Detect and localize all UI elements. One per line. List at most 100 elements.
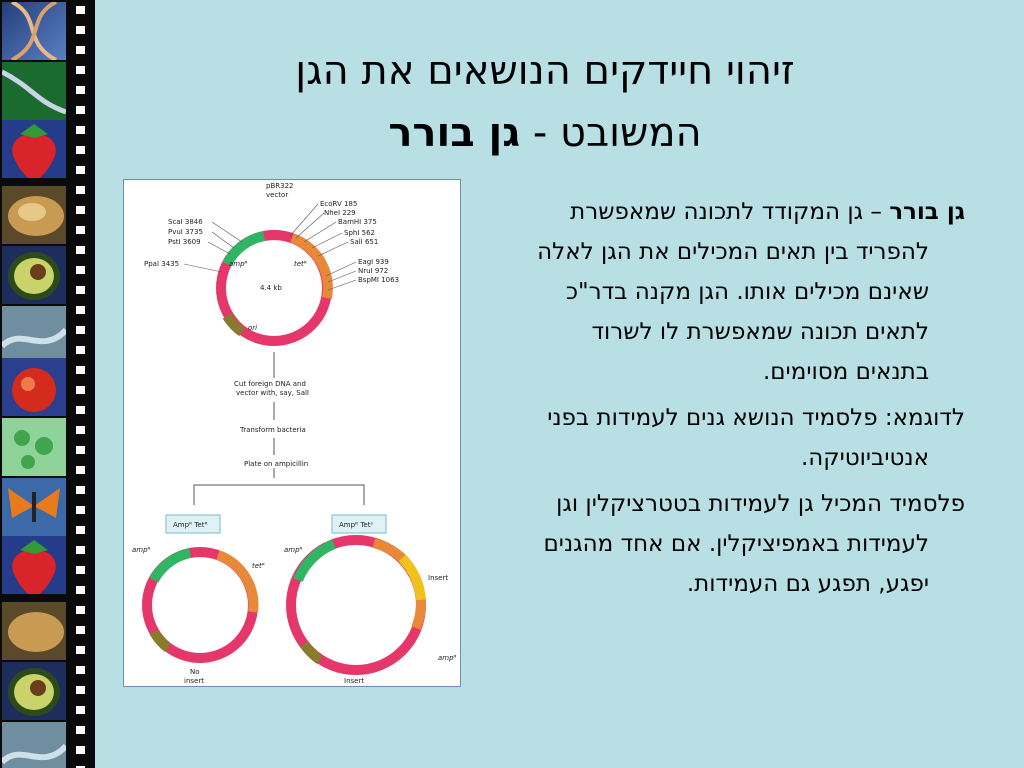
- vector-label-2: vector: [266, 191, 288, 199]
- film-hole: [76, 106, 85, 114]
- step-3: Plate on ampicillin: [244, 460, 308, 468]
- film-hole: [76, 26, 85, 34]
- apple-image: [2, 358, 66, 416]
- left-tet-label: tetᴿ: [252, 562, 265, 570]
- film-hole: [76, 626, 85, 634]
- box-left-label: Ampᴿ Tetᴿ: [173, 521, 208, 529]
- film-hole: [76, 46, 85, 54]
- left-amp-label: ampᴿ: [132, 546, 151, 554]
- ori-label: ori: [248, 324, 257, 332]
- insert-label: Insert: [428, 574, 448, 582]
- film-hole: [76, 466, 85, 474]
- site-label: PstI 3609: [168, 238, 201, 246]
- right-amp-2-label: ampᴿ: [438, 654, 457, 662]
- film-hole: [76, 6, 85, 14]
- film-hole: [76, 686, 85, 694]
- film-hole: [76, 566, 85, 574]
- cell-image: [2, 722, 66, 768]
- plasmid-insert: [286, 535, 427, 675]
- film-hole: [76, 126, 85, 134]
- avocado-image: [2, 246, 66, 304]
- film-hole: [76, 746, 85, 754]
- film-hole: [76, 486, 85, 494]
- title-line-1: זיהוי חיידקים הנושאים את הגן: [295, 48, 795, 94]
- film-holes: [76, 0, 88, 768]
- film-strip: [0, 0, 95, 768]
- plasmid-top: [216, 230, 333, 346]
- left-sites: ScaI 3846 PvuI 3735 PstI 3609 PpaI 3435: [144, 218, 203, 268]
- site-label: BamHI 375: [338, 218, 377, 226]
- site-label: NruI 972: [358, 267, 388, 275]
- plasmid-no-insert: [142, 547, 259, 663]
- tet-label: tetᴿ: [294, 260, 307, 268]
- insert-bottom-label: Insert: [344, 677, 364, 685]
- film-hole: [76, 426, 85, 434]
- amp-label: ampᴿ: [229, 260, 248, 268]
- film-hole: [76, 66, 85, 74]
- cells-image: [2, 418, 66, 476]
- film-hole: [76, 146, 85, 154]
- site-label: BspMI 1063: [358, 276, 399, 284]
- film-hole: [76, 606, 85, 614]
- box-right-label: Ampᴿ Tetˢ: [339, 521, 373, 529]
- film-hole: [76, 766, 85, 768]
- film-frames: [2, 0, 66, 768]
- film-hole: [76, 226, 85, 234]
- right-amp-label: ampᴿ: [284, 546, 303, 554]
- film-hole: [76, 586, 85, 594]
- avocado-image: [2, 662, 66, 720]
- film-hole: [76, 166, 85, 174]
- title-line-2-bold: גן בורר: [388, 110, 521, 156]
- right-sites: EcoRV 185 NheI 229 BamHI 375 SphI 562 Sa…: [320, 200, 399, 284]
- step-2: Transform bacteria: [239, 426, 306, 434]
- film-hole: [76, 366, 85, 374]
- site-label: EcoRV 185: [320, 200, 357, 208]
- site-lines: [183, 203, 357, 291]
- film-hole: [76, 306, 85, 314]
- size-label: 4.4 kb: [260, 284, 282, 292]
- cell-image: [2, 306, 66, 364]
- flow-arrows: [193, 352, 365, 505]
- film-hole: [76, 386, 85, 394]
- film-hole: [76, 646, 85, 654]
- dna-image: [2, 2, 66, 60]
- no-insert-a: No: [190, 668, 200, 676]
- site-label: EagI 939: [358, 258, 389, 266]
- film-hole: [76, 446, 85, 454]
- site-label: NheI 229: [324, 209, 356, 217]
- seed-image: [2, 186, 66, 244]
- strawberry-image: [2, 536, 66, 594]
- film-hole: [76, 506, 85, 514]
- site-label: SalI 651: [350, 238, 378, 246]
- strawberry-image: [2, 120, 66, 178]
- title-line-2: המשובט - גן בורר: [180, 102, 910, 164]
- seed-image: [2, 602, 66, 660]
- film-hole: [76, 406, 85, 414]
- film-hole: [76, 286, 85, 294]
- film-hole: [76, 266, 85, 274]
- film-hole: [76, 246, 85, 254]
- film-hole: [76, 346, 85, 354]
- box-right: [331, 514, 387, 534]
- paragraph-1: גן בורר – גן המקודד לתכונה שמאפשרת להפרי…: [520, 192, 965, 392]
- paragraph-2: לדוגמא: פלסמיד הנושא גנים לעמידות בפני א…: [547, 405, 965, 471]
- paragraph-1-text: – גן המקודד לתכונה שמאפשרת להפריד בין תא…: [537, 199, 929, 385]
- paragraph-3: פלסמיד המכיל גן לעמידות בטטרציקלין וגן ל…: [543, 491, 965, 597]
- film-hole: [76, 186, 85, 194]
- film-hole: [76, 326, 85, 334]
- film-hole: [76, 86, 85, 94]
- site-label: ScaI 3846: [168, 218, 203, 226]
- site-label: SphI 562: [344, 229, 375, 237]
- dna-image: [2, 62, 66, 120]
- step-1a: Cut foreign DNA and: [234, 380, 306, 388]
- butterfly-image: [2, 478, 66, 536]
- film-hole: [76, 526, 85, 534]
- film-hole: [76, 206, 85, 214]
- film-hole: [76, 726, 85, 734]
- content-text: גן בורר – גן המקודד לתכונה שמאפשרת להפרי…: [520, 192, 965, 610]
- vector-label: pBR322: [266, 182, 293, 190]
- film-hole: [76, 666, 85, 674]
- film-hole: [76, 546, 85, 554]
- paragraph-1-bold: גן בורר: [889, 199, 965, 225]
- box-left: [165, 514, 221, 534]
